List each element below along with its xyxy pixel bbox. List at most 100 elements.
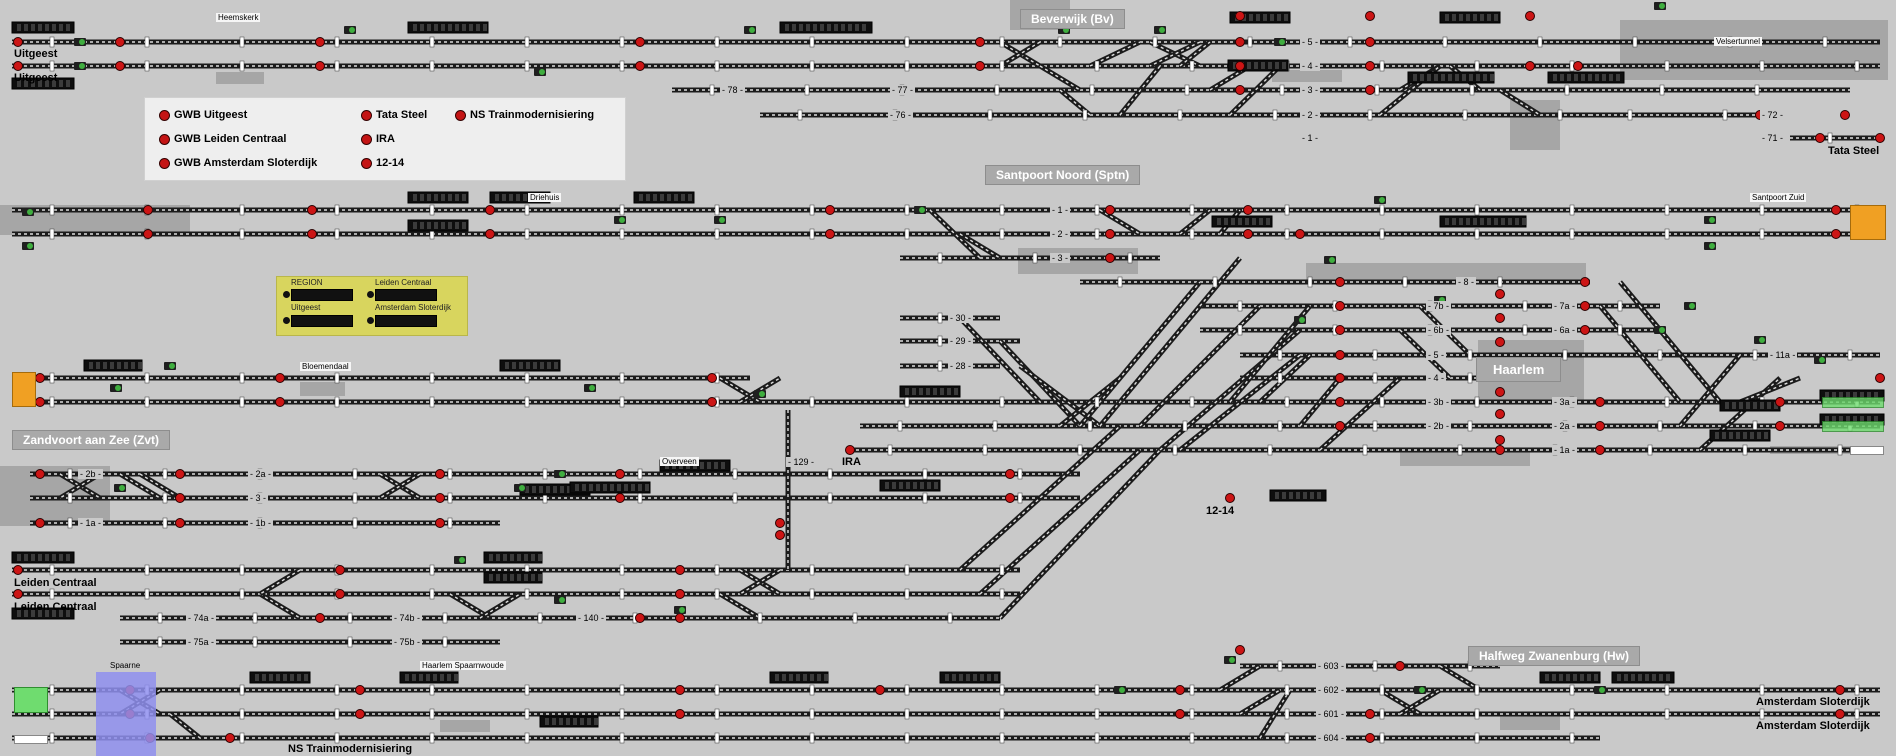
green-signal-icon[interactable] [79, 39, 85, 45]
signal-icon[interactable] [1365, 61, 1375, 71]
haarlem-green-marker[interactable] [1822, 397, 1884, 408]
green-signal-icon[interactable] [919, 207, 925, 213]
signal-icon[interactable] [1335, 397, 1345, 407]
train-number-display[interactable] [11, 607, 75, 620]
track-segment[interactable] [1258, 353, 1312, 404]
signal-icon[interactable] [635, 613, 645, 623]
track-segment[interactable] [958, 424, 1122, 572]
signal-icon[interactable] [1573, 61, 1583, 71]
track-number-label[interactable]: - 72 - [1760, 110, 1786, 120]
region-counter[interactable] [375, 315, 437, 327]
green-signal-icon[interactable] [27, 243, 33, 249]
train-number-display[interactable] [1611, 671, 1675, 684]
signal-icon[interactable] [1235, 645, 1245, 655]
green-signal-icon[interactable] [559, 471, 565, 477]
green-signal-icon[interactable] [1659, 3, 1665, 9]
signal-icon[interactable] [1395, 661, 1405, 671]
signal-icon[interactable] [635, 61, 645, 71]
green-signal-icon[interactable] [1599, 687, 1605, 693]
signal-icon[interactable] [1335, 373, 1345, 383]
label-leiden-1[interactable]: Leiden Centraal [14, 577, 97, 589]
green-signal-icon[interactable] [1329, 257, 1335, 263]
track-segment[interactable] [1318, 376, 1402, 452]
track-segment[interactable] [1678, 353, 1742, 428]
signal-icon[interactable] [35, 518, 45, 528]
track-number-label[interactable]: - 75b - [392, 637, 423, 647]
area-title-halfweg[interactable]: Halfweg Zwanenburg (Hw) [1468, 646, 1640, 666]
green-signal-icon[interactable] [1419, 687, 1425, 693]
signal-icon[interactable] [1243, 205, 1253, 215]
track-number-label[interactable]: - 75a - [186, 637, 217, 647]
area-title-santpoort-noord[interactable]: Santpoort Noord (Sptn) [985, 165, 1141, 185]
green-signal-icon[interactable] [679, 607, 685, 613]
track-number-label[interactable]: - 77 - [890, 85, 916, 95]
signal-icon[interactable] [1495, 445, 1505, 455]
signal-icon[interactable] [335, 565, 345, 575]
track-number-label[interactable]: - 2 - [1300, 110, 1321, 120]
track-number-label[interactable]: - 2 - [1050, 229, 1071, 239]
signal-icon[interactable] [1235, 85, 1245, 95]
legend-item-12-14[interactable]: 12-14 [361, 157, 404, 169]
legend-item-gwb-leiden[interactable]: GWB Leiden Centraal [159, 133, 286, 145]
green-signal-icon[interactable] [619, 217, 625, 223]
signal-icon[interactable] [1365, 85, 1375, 95]
track-number-label[interactable]: - 11a - [1768, 350, 1798, 360]
signal-icon[interactable] [355, 685, 365, 695]
signal-icon[interactable] [35, 469, 45, 479]
track-number-label[interactable]: - 2b - [1426, 421, 1452, 431]
signal-icon[interactable] [175, 493, 185, 503]
track-number-label[interactable]: - 5 - [1300, 37, 1321, 47]
green-signal-icon[interactable] [539, 69, 545, 75]
signal-icon[interactable] [1295, 229, 1305, 239]
signal-icon[interactable] [1365, 37, 1375, 47]
signal-icon[interactable] [1235, 61, 1245, 71]
region-counter[interactable] [291, 315, 353, 327]
signal-icon[interactable] [1495, 313, 1505, 323]
signal-icon[interactable] [1835, 709, 1845, 719]
train-number-display[interactable] [11, 21, 75, 34]
region-counter[interactable] [291, 289, 353, 301]
region-counter[interactable] [375, 289, 437, 301]
signal-icon[interactable] [1105, 229, 1115, 239]
signal-icon[interactable] [13, 565, 23, 575]
label-tata-steel[interactable]: Tata Steel [1828, 145, 1880, 157]
label-12-14[interactable]: 12-14 [1206, 505, 1235, 517]
signal-icon[interactable] [143, 205, 153, 215]
green-signal-icon[interactable] [27, 209, 33, 215]
signal-icon[interactable] [1495, 435, 1505, 445]
track-number-label[interactable]: - 5 - [1426, 350, 1447, 360]
signal-icon[interactable] [1840, 110, 1850, 120]
signal-icon[interactable] [1595, 445, 1605, 455]
track-number-label[interactable]: - 8 - [1456, 277, 1477, 287]
signal-icon[interactable] [13, 37, 23, 47]
signal-icon[interactable] [1335, 301, 1345, 311]
signal-icon[interactable] [315, 613, 325, 623]
track-segment[interactable] [978, 448, 1142, 596]
green-signal-icon[interactable] [519, 485, 525, 491]
signal-icon[interactable] [675, 565, 685, 575]
signal-icon[interactable] [1365, 733, 1375, 743]
track-number-label[interactable]: - 1a - [78, 518, 104, 528]
signal-icon[interactable] [1235, 37, 1245, 47]
track-number-label[interactable]: - 6a - [1552, 325, 1578, 335]
signal-icon[interactable] [1580, 277, 1590, 287]
label-ns-trainmodernisiering[interactable]: NS Trainmodernisiering [288, 743, 413, 755]
track-number-label[interactable]: - 3 - [248, 493, 269, 503]
green-signal-icon[interactable] [169, 363, 175, 369]
santpoort-zuid-block-marker[interactable] [1850, 205, 1886, 240]
signal-icon[interactable] [315, 37, 325, 47]
signal-icon[interactable] [115, 61, 125, 71]
label-leiden-2[interactable]: Leiden Centraal [14, 601, 97, 613]
track-segment[interactable] [1257, 688, 1293, 740]
signal-icon[interactable] [13, 589, 23, 599]
track-number-label[interactable]: - 6b - [1426, 325, 1452, 335]
signal-icon[interactable] [1595, 421, 1605, 431]
label-amsterdam-1[interactable]: Amsterdam Sloterdijk [1756, 696, 1870, 708]
signal-icon[interactable] [675, 613, 685, 623]
track-number-label[interactable]: - 76 - [888, 110, 914, 120]
signal-icon[interactable] [1335, 277, 1345, 287]
signal-icon[interactable] [1580, 325, 1590, 335]
bloemendaal-block-marker[interactable] [12, 372, 36, 407]
signal-icon[interactable] [335, 589, 345, 599]
signal-icon[interactable] [1175, 685, 1185, 695]
